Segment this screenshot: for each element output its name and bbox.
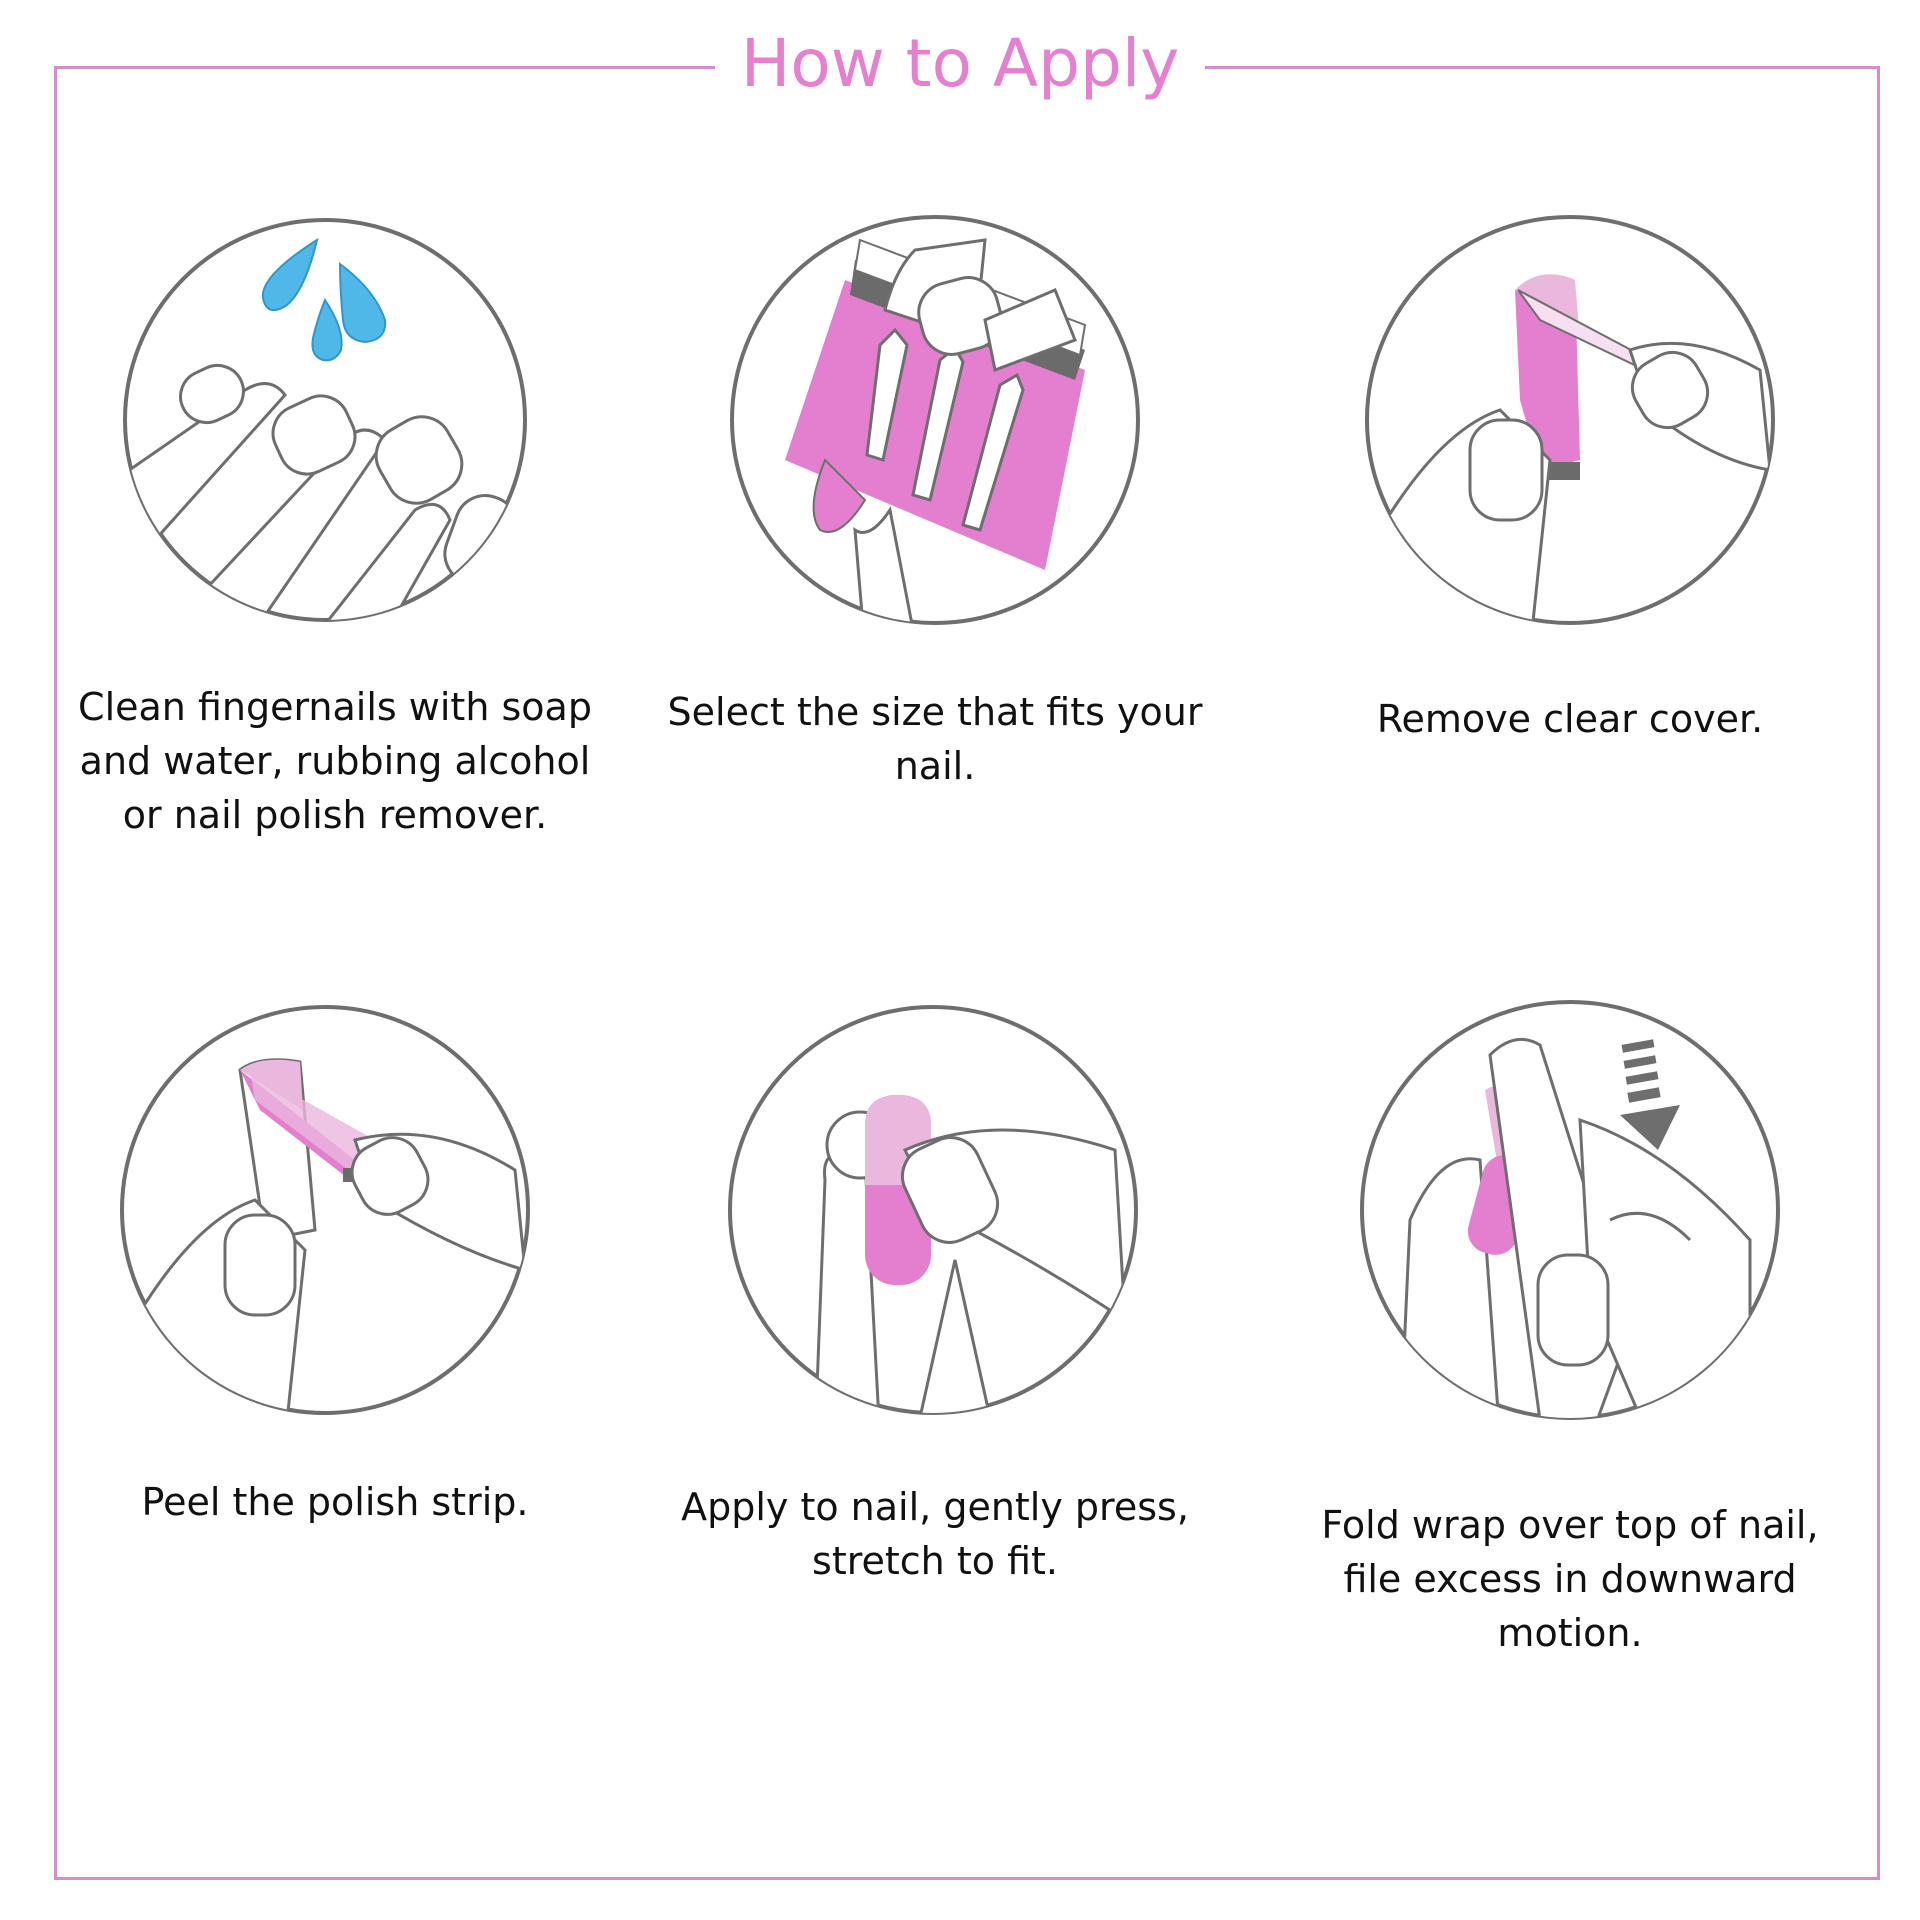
step-2-caption: Select the size that fits your nail. [667,690,1203,788]
apply-press-icon [728,1005,1138,1415]
step-3-caption: Remove clear cover. [1376,697,1764,741]
remove-cover-icon [1365,215,1775,625]
file-downward-icon [1360,1000,1780,1420]
page-title: How to Apply [0,24,1920,104]
step-6-caption: Fold wrap over top of nail, file excess … [1321,1503,1819,1655]
polish-strip-sheet-icon [730,215,1140,625]
water-drops-fingers-icon [123,218,527,622]
peel-strip-icon [120,1005,530,1415]
step-1-caption: Clean fingernails with soap and water, r… [78,685,592,837]
step-5-caption: Apply to nail, gently press, stretch to … [681,1485,1189,1583]
step-4-caption: Peel the polish strip. [141,1480,529,1524]
